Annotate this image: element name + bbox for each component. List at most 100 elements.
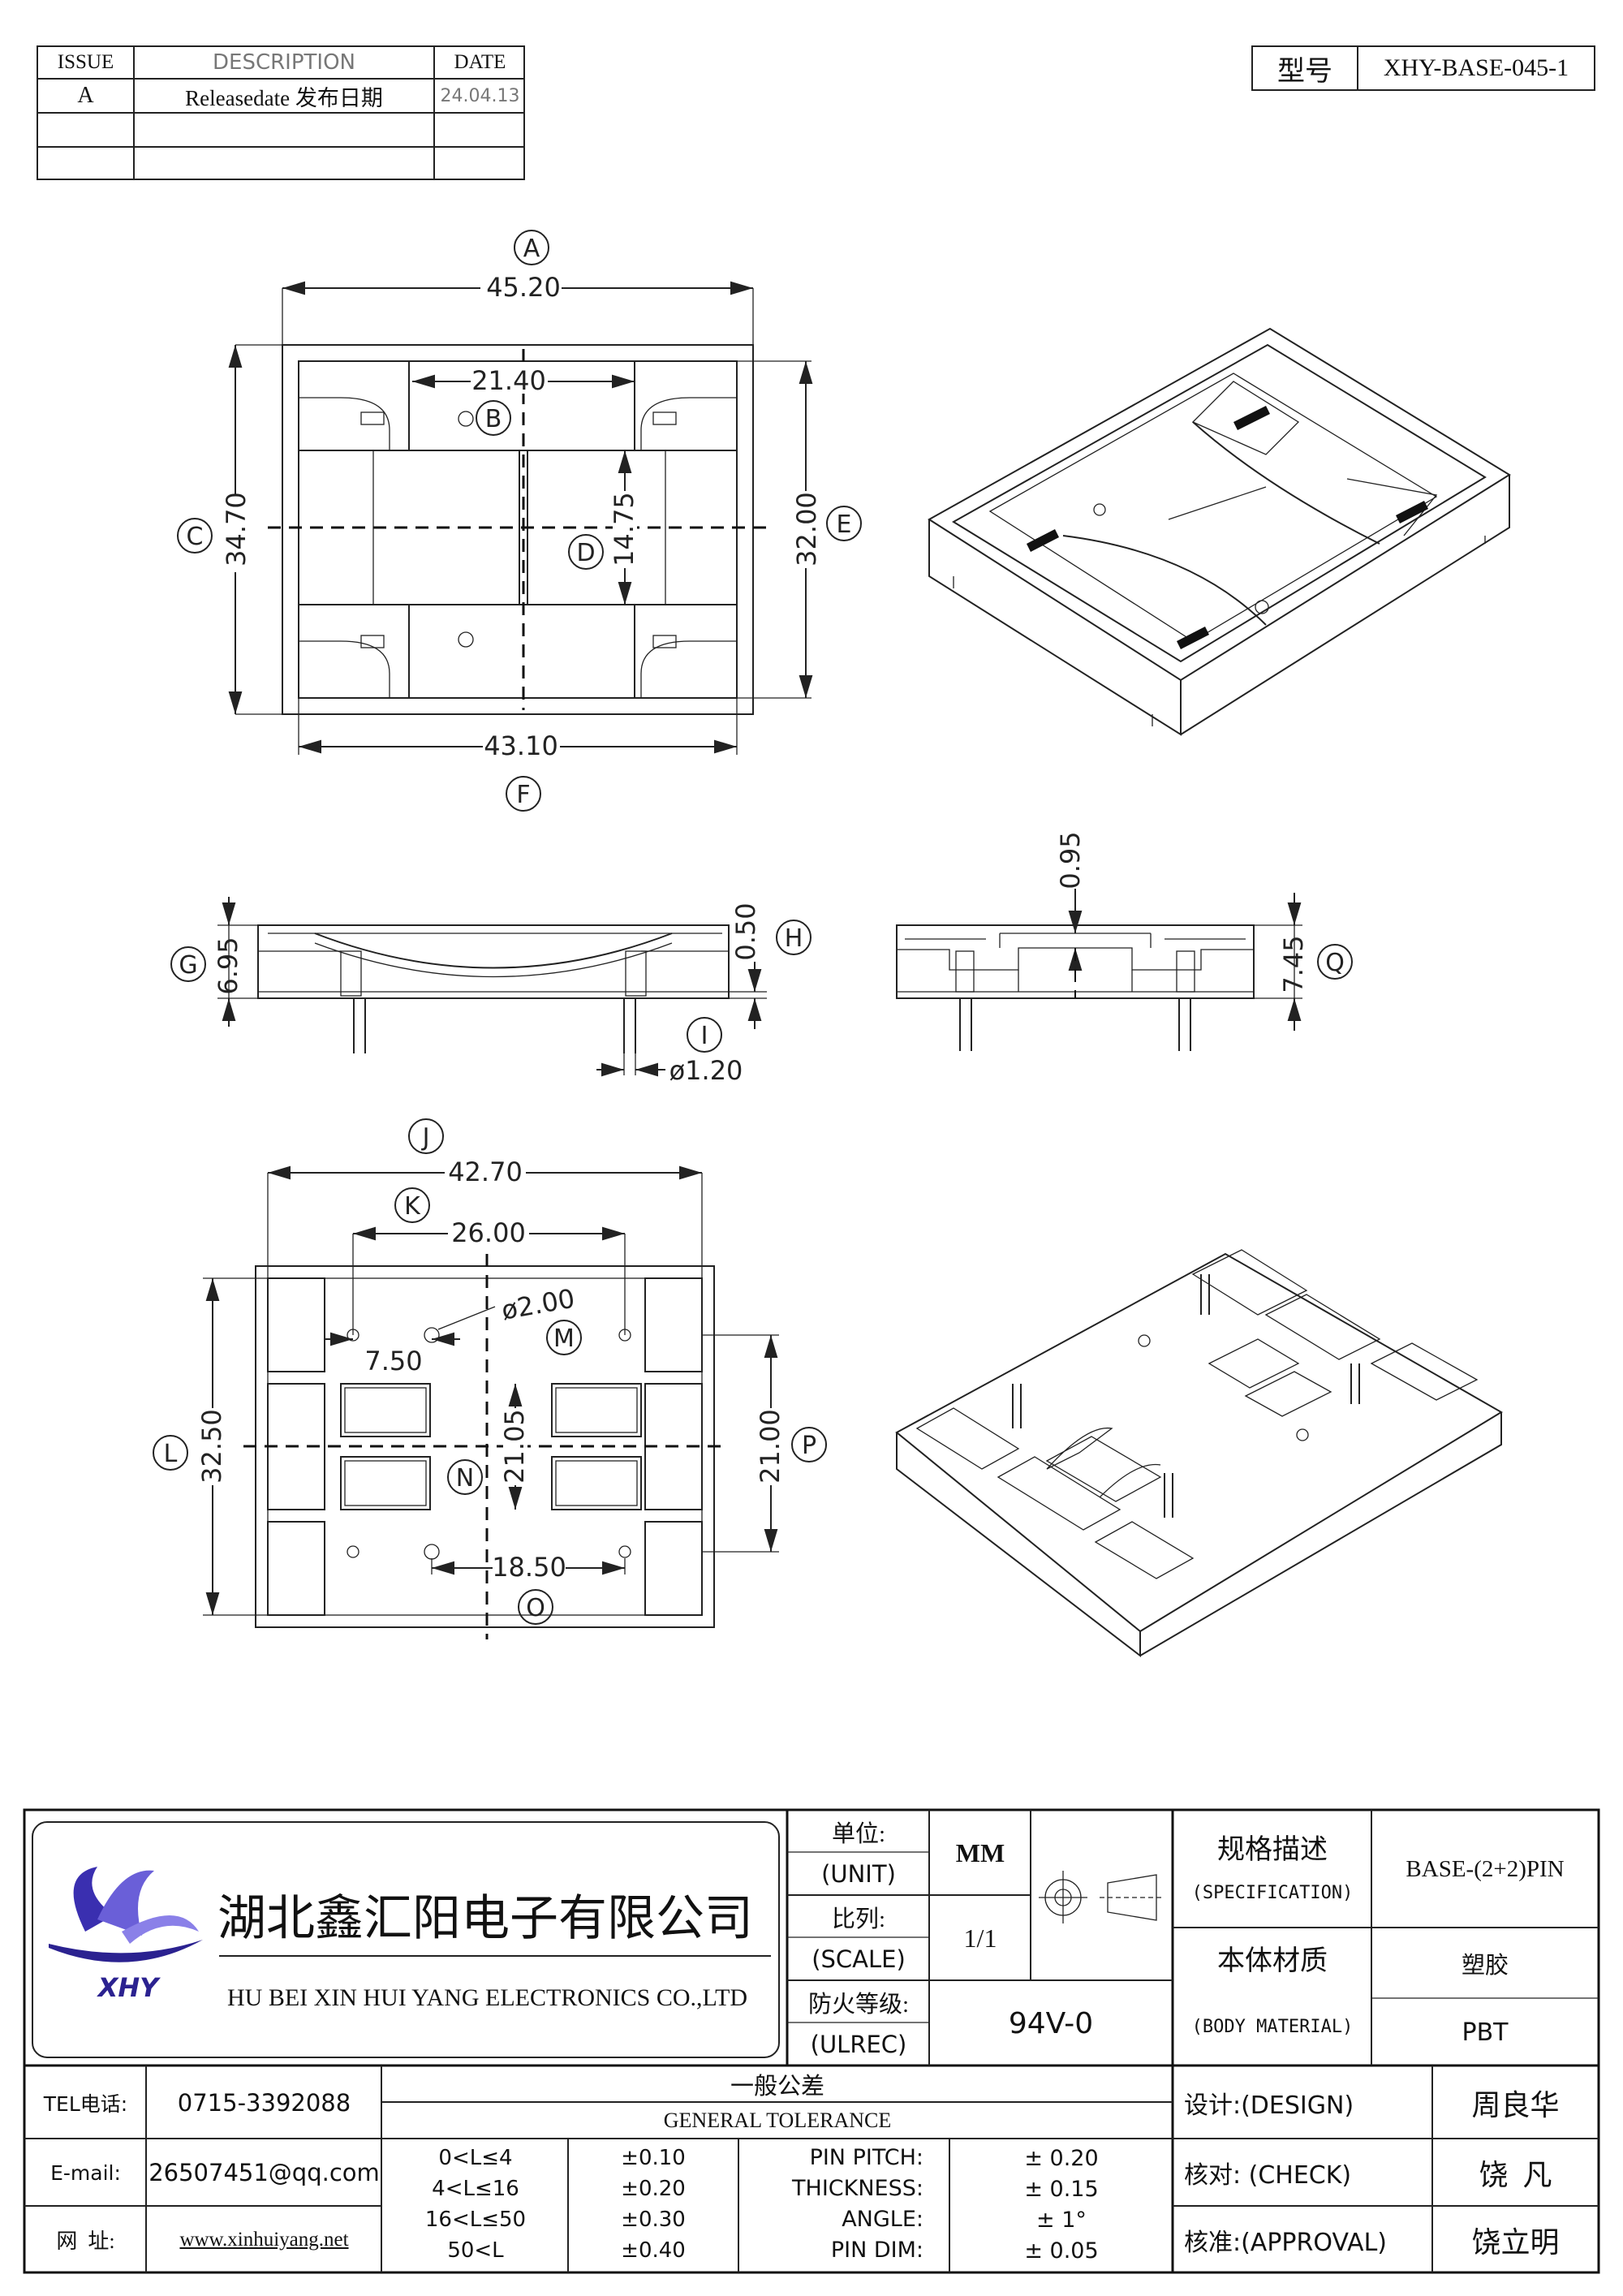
material-en: (BODY MATERIAL) — [1191, 2017, 1354, 2037]
dim-J: 42.70 — [448, 1157, 523, 1187]
tolerance-en: GENERAL TOLERANCE — [663, 2109, 892, 2132]
approval-name: 饶立明 — [1471, 2225, 1560, 2259]
label-D: D — [576, 539, 595, 567]
tolerance-value: ±0.20 — [621, 2177, 686, 2201]
header-date: DATE — [454, 51, 506, 73]
scale-en: (SCALE) — [812, 1945, 906, 1973]
label-K: K — [404, 1192, 421, 1221]
tel-value: 0715-3392088 — [177, 2088, 351, 2117]
tolerance-values: ±0.10 ±0.20 ±0.30 ±0.40 — [570, 2143, 737, 2266]
tel-label: TEL电话: — [43, 2091, 128, 2116]
dim-H: 0.50 — [730, 902, 761, 960]
pin-tol-value: ± 0.15 — [1024, 2176, 1099, 2202]
bottom-view: 42.70 J 26.00 K ø2.00 7.50 M 32.50 L 21.… — [153, 1118, 827, 1639]
tolerance-cn: 一般公差 — [730, 2074, 824, 2100]
isometric-bottom-view — [895, 1249, 1503, 1658]
side-view-front: 6.95 G 0.50 H ø1.20 I — [170, 897, 812, 1086]
design-label: 设计:(DESIGN) — [1184, 2091, 1354, 2120]
model-box: 型号 XHY-BASE-045-1 — [1251, 45, 1595, 91]
pin-tol-name: THICKNESS: — [792, 2176, 923, 2201]
label-F: F — [516, 781, 530, 809]
pin-tol-value: ± 0.05 — [1024, 2238, 1099, 2264]
pin-tol-value: ± 0.20 — [1024, 2145, 1099, 2171]
tolerance-value: ±0.40 — [621, 2238, 686, 2263]
label-Q: Q — [1325, 949, 1345, 977]
unit-value: MM — [955, 1837, 1005, 1867]
material-cn: 本体材质 — [1217, 1945, 1328, 1976]
row-description: Releasedate 发布日期 — [185, 85, 383, 110]
tolerance-value: ±0.10 — [621, 2146, 686, 2170]
dim-2105: 21.05 — [499, 1409, 530, 1484]
ulrec-en: (ULREC) — [810, 2031, 907, 2058]
scale-cn: 比列: — [831, 1906, 886, 1932]
top-view: 45.20 A 21.40 B 34.70 C 14.75 D 32.00 E … — [177, 230, 862, 812]
label-C: C — [187, 523, 204, 551]
spec-value: BASE-(2+2)PIN — [1406, 1855, 1565, 1882]
tolerance-range: 0<L≤4 — [438, 2146, 513, 2170]
tolerance-range: 16<L≤50 — [424, 2208, 527, 2232]
title-block-grid — [23, 1808, 1600, 2274]
material-value-cn: 塑胶 — [1461, 1953, 1509, 1979]
pin-tol-name: ANGLE: — [842, 2207, 923, 2232]
row-issue: A — [77, 83, 94, 108]
unit-cn: 单位: — [831, 1821, 886, 1847]
unit-en: (UNIT) — [821, 1860, 896, 1888]
label-J: J — [421, 1123, 430, 1152]
web-label: 网 址: — [56, 2229, 115, 2253]
label-B: B — [485, 405, 502, 433]
company-logo: XHY — [47, 1867, 209, 2003]
ulrec-value: 94V-0 — [1008, 2006, 1094, 2040]
spec-cn: 规格描述 — [1217, 1834, 1328, 1865]
tolerance-value: ±0.30 — [621, 2208, 686, 2232]
model-label: 型号 — [1277, 56, 1332, 87]
company-name-en: HU BEI XIN HUI YANG ELECTRONICS CO.,LTD — [227, 1984, 748, 2011]
isometric-top-view — [928, 327, 1511, 736]
model-value: XHY-BASE-045-1 — [1383, 54, 1569, 81]
label-H: H — [785, 924, 803, 953]
dim-750: 7.50 — [364, 1346, 422, 1376]
revision-table: ISSUE DESCRIPTION DATE A Releasedate 发布日… — [37, 45, 525, 180]
tolerance-ranges: 0<L≤4 4<L≤16 16<L≤50 50<L — [383, 2143, 568, 2266]
web-value[interactable]: www.xinhuiyang.net — [179, 2228, 349, 2251]
material-value: PBT — [1462, 2018, 1509, 2047]
design-name: 周良华 — [1471, 2088, 1560, 2122]
side-view-side: 0.95 7.45 Q — [896, 831, 1353, 1051]
pin-tolerance-names: PIN PITCH: THICKNESS: ANGLE: PIN DIM: — [740, 2143, 948, 2266]
tolerance-range: 4<L≤16 — [432, 2177, 519, 2201]
label-N: N — [456, 1464, 474, 1493]
dim-B: 21.40 — [471, 365, 546, 396]
pin-tol-name: PIN DIM: — [830, 2238, 923, 2263]
dim-E: 32.00 — [791, 492, 822, 566]
company-name-cn: 湖北鑫汇阳电子有限公司 — [217, 1892, 753, 1945]
label-O: O — [526, 1594, 545, 1622]
label-E: E — [837, 510, 852, 539]
dim-top: 0.95 — [1055, 831, 1086, 889]
pin-tol-value: ± 1° — [1036, 2207, 1087, 2233]
ulrec-cn: 防火等级: — [807, 1992, 910, 2018]
label-A: A — [523, 235, 540, 263]
pin-tolerance-values: ± 0.20 ± 0.15 ± 1° ± 0.05 — [951, 2143, 1172, 2266]
dim-1850: 18.50 — [492, 1552, 566, 1583]
header-description: DESCRIPTION — [213, 50, 355, 75]
dim-Q: 7.45 — [1278, 935, 1309, 993]
pin-tol-name: PIN PITCH: — [809, 2145, 923, 2170]
check-label: 核对: (CHECK) — [1184, 2161, 1352, 2190]
label-P: P — [802, 1432, 816, 1460]
check-name: 饶 凡 — [1479, 2159, 1552, 2191]
dim-C: 34.70 — [221, 492, 252, 566]
label-I: I — [701, 1022, 708, 1050]
dim-F: 43.10 — [484, 730, 558, 761]
header-issue: ISSUE — [57, 51, 114, 73]
email-label: E-mail: — [50, 2160, 121, 2185]
dim-I: ø1.20 — [669, 1055, 743, 1086]
approval-label: 核准:(APPROVAL) — [1184, 2228, 1387, 2257]
label-G: G — [179, 951, 197, 980]
label-M: M — [553, 1325, 575, 1353]
dim-hole: ø2.00 — [499, 1283, 577, 1326]
row-date: 24.04.13 — [440, 85, 520, 106]
email-value: 26507451@qq.com — [149, 2159, 380, 2186]
dim-A: 45.20 — [486, 272, 561, 303]
dim-K: 26.00 — [451, 1217, 526, 1248]
tolerance-range: 50<L — [447, 2238, 504, 2263]
